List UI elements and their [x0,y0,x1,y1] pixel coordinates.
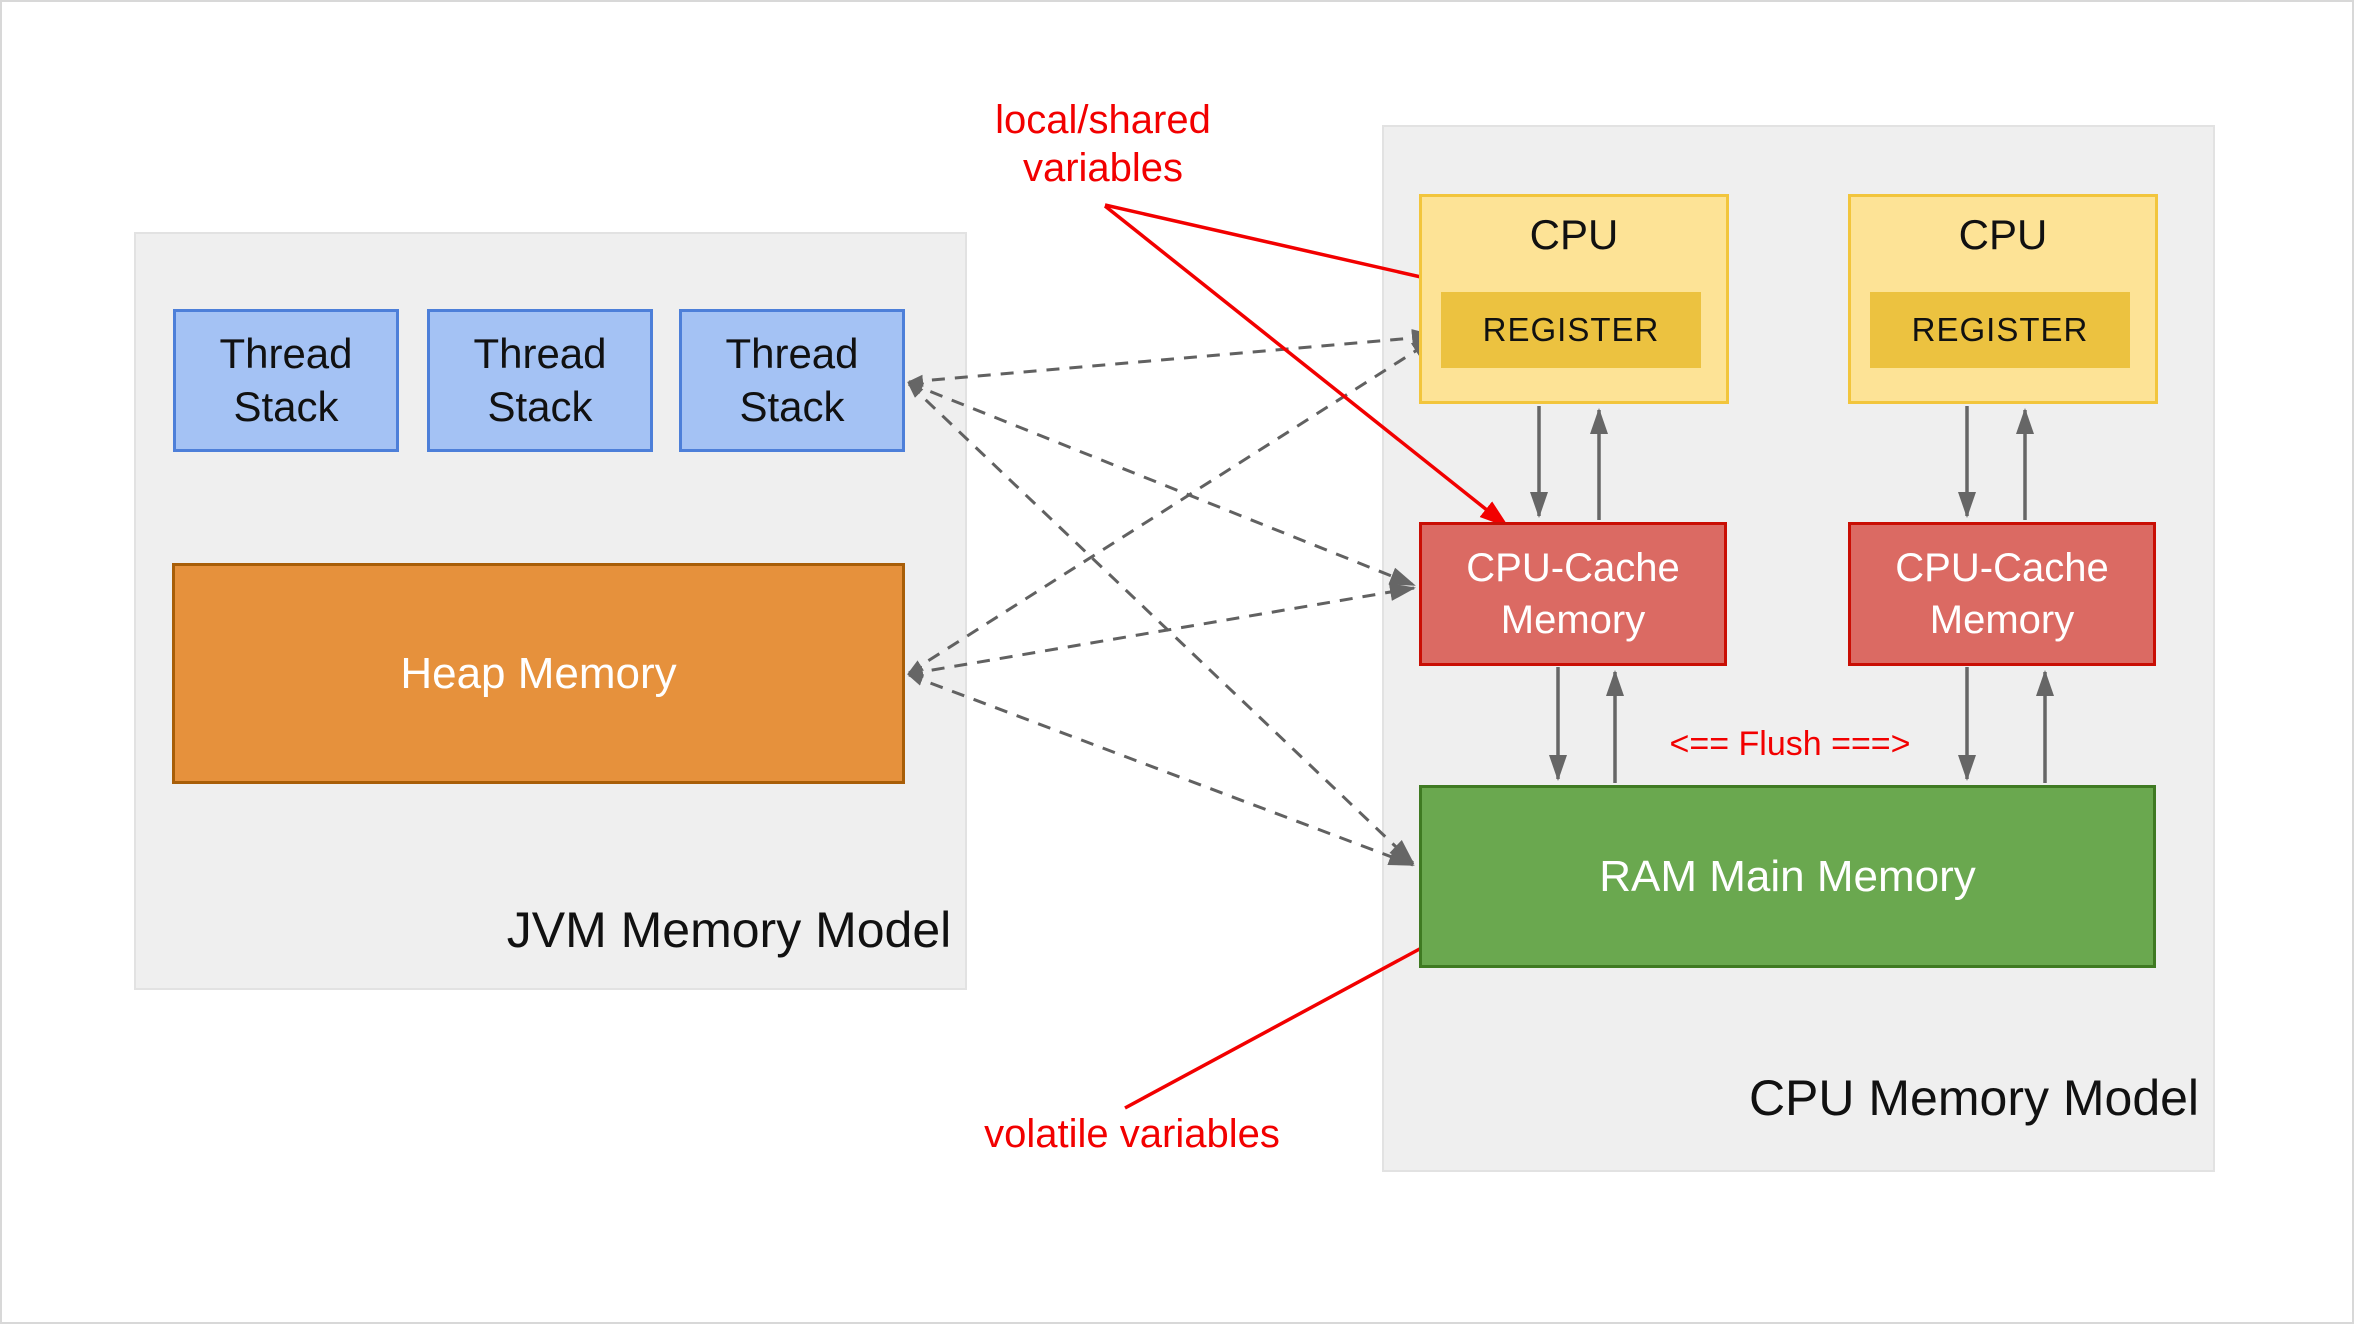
register-box-2: REGISTER [1870,292,2130,368]
cpu-cache-memory-box-2: CPU-Cache Memory [1848,522,2156,666]
dashed-link-threadstack-cache [907,381,1416,587]
dashed-link-heap-cache [907,583,1416,678]
dashed-link-threadstack-register [907,329,1438,387]
thread-stack-box-2: Thread Stack [427,309,653,452]
dashed-link-heap-register [907,336,1438,675]
volatile-variables-annotation: volatile variables [984,1112,1280,1156]
dashed-link-heap-ram [907,673,1415,867]
jvm-panel-label: JVM Memory Model [506,902,952,958]
cpu-panel-label: CPU Memory Model [1748,1070,2200,1126]
thread-stack-box-1: Thread Stack [173,309,399,452]
thread-stack-box-3: Thread Stack [679,309,905,452]
ram-main-memory-box: RAM Main Memory [1419,785,2156,968]
cpu-box-2: CPU REGISTER [1848,194,2158,404]
cpu-title-2: CPU [1958,211,2048,258]
cpu-box-1: CPU REGISTER [1419,194,1729,404]
heap-memory-box: Heap Memory [172,563,905,784]
dashed-link-threadstack-ram [907,382,1415,865]
cpu-title-1: CPU [1529,211,1619,258]
cpu-cache-memory-box-1: CPU-Cache Memory [1419,522,1727,666]
flush-annotation: <== Flush ===> [1669,725,1911,763]
register-box-1: REGISTER [1441,292,1701,368]
local-shared-variables-annotation: local/shared variables [995,98,1211,190]
